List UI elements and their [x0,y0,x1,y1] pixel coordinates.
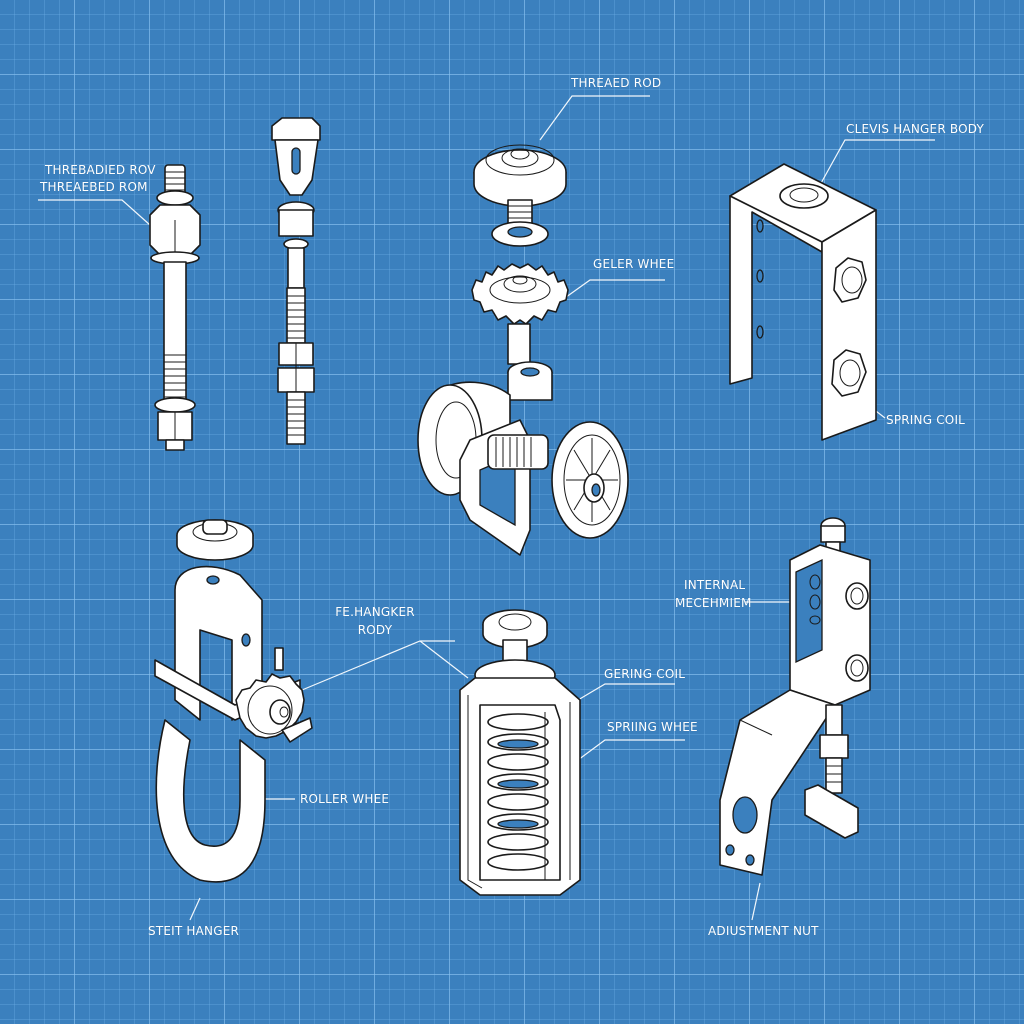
threaded-rod-b [271,117,321,445]
label-adjustment-nut: ADIUSTMENT NUT [708,924,819,938]
spring-canister [459,609,581,896]
label-roller-whee: ROLLER WHEE [300,792,390,806]
label-geler-whee: GELER WHEE [593,257,675,271]
label-threaded-rod: THREAED ROD [571,76,662,90]
label-spring-coil: SPRING COIL [886,413,966,427]
label-internal-line1: INTERNAL [684,578,746,592]
label-hanger-body-line1: FE.HANGKER [335,605,415,619]
label-gering-coil: GERING COIL [604,667,686,681]
leader-lines [38,95,935,921]
clevis-hanger-body [729,163,877,441]
label-threaded-rod-a-line1: THREBADIED ROV [45,163,156,177]
offset-bracket [719,517,871,876]
label-strut-hanger: STEIT HANGER [148,924,240,938]
strut-hanger [154,519,313,883]
roller-assembly [417,144,629,556]
label-hanger-body-line2: RODY [357,623,393,637]
label-threaded-rod-a-line2: THREAEBED ROM [40,180,148,194]
label-internal-line2: MECEHMIEM [675,596,752,610]
label-clevis-hanger-body: CLEVIS HANGER BODY [846,122,985,136]
label-spring-whee: SPRIING WHEE [607,720,698,734]
threaded-rod-a [149,164,201,451]
